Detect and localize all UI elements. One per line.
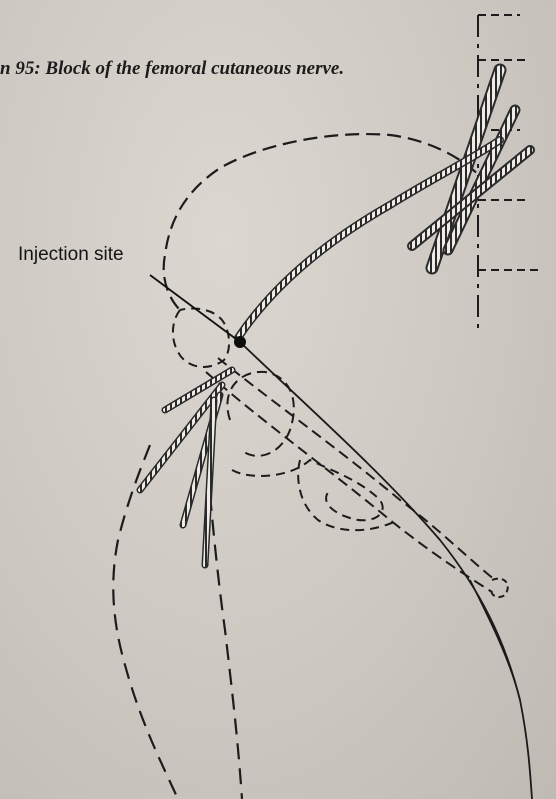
obturator-outline bbox=[298, 460, 398, 530]
asis-outline bbox=[173, 308, 229, 367]
thigh-lateral-outline bbox=[113, 445, 178, 799]
lesser-trochanter bbox=[232, 460, 383, 520]
injection-pointer-line bbox=[150, 275, 240, 342]
femur-shaft bbox=[208, 470, 242, 799]
sartorius-line bbox=[240, 342, 532, 799]
inguinal-ligament-lower bbox=[206, 372, 492, 592]
injection-site-marker bbox=[234, 336, 246, 348]
inguinal-ligament bbox=[218, 358, 495, 580]
pubic-tubercle bbox=[492, 579, 508, 597]
injection-site-label: Injection site bbox=[18, 244, 124, 266]
medial-thigh-line bbox=[470, 580, 520, 700]
